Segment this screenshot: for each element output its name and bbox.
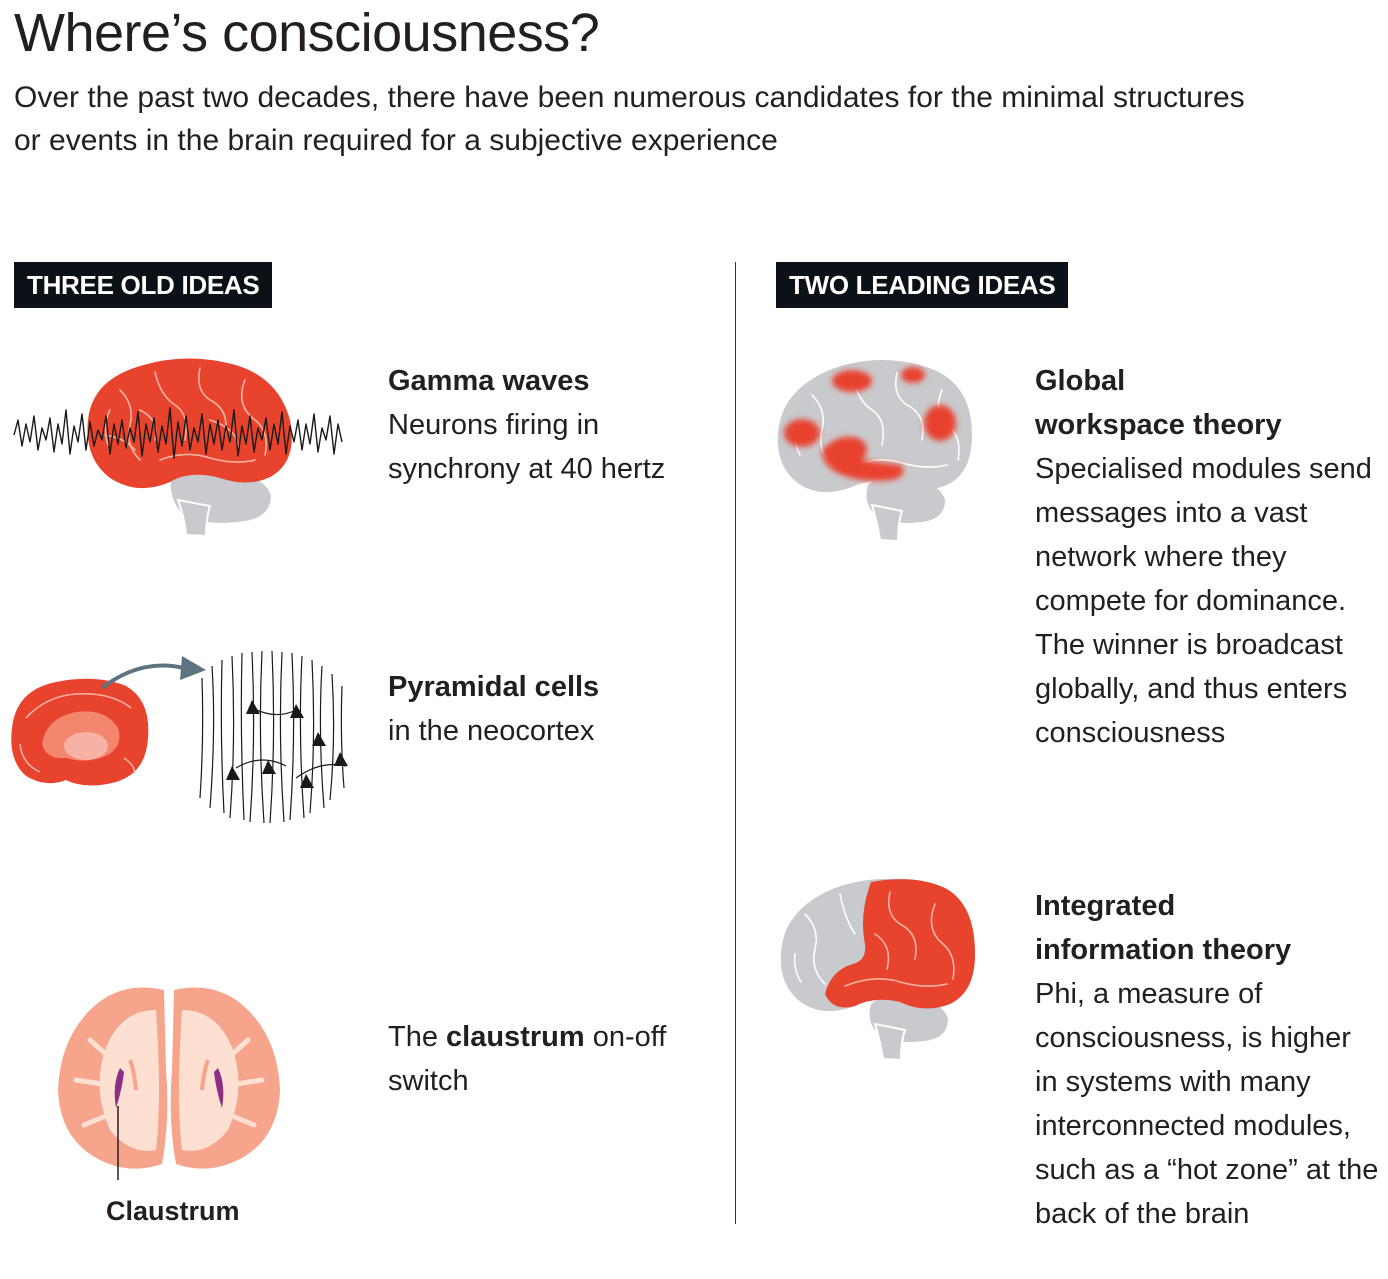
gwt-heading-line1: Global — [1035, 365, 1126, 397]
gamma-waves-heading: Gamma waves — [388, 365, 590, 397]
gwt-body: Specialised modules send messages into a… — [1035, 453, 1372, 749]
claustrum-text-bold: claustrum — [446, 1021, 585, 1053]
global-workspace-brain-illustration — [777, 360, 972, 543]
page-title: Where’s consciousness? — [14, 3, 600, 63]
section-tag-old-ideas: THREE OLD IDEAS — [14, 262, 273, 308]
gamma-brain-illustration — [13, 358, 343, 538]
integrated-information-brain-illustration — [780, 879, 975, 1062]
gamma-waves-body: Neurons firing in synchrony at 40 hertz — [388, 409, 666, 485]
column-divider — [735, 262, 736, 1224]
iit-heading-line1: Integrated — [1035, 890, 1176, 922]
claustrum-text-post: on-off switch — [388, 1021, 667, 1097]
claustrum-coronal-illustration — [58, 987, 280, 1180]
claustrum-text: The claustrum on-off switch — [388, 1015, 708, 1103]
iit-heading-line2: information theory — [1035, 934, 1292, 966]
section-tag-leading-ideas: TWO LEADING IDEAS — [776, 262, 1069, 308]
pyramidal-cells-body: in the neocortex — [388, 715, 595, 747]
pyramidal-cells-heading: Pyramidal cells — [388, 671, 600, 703]
iit-body: Phi, a measure of consciousness, is high… — [1035, 978, 1379, 1230]
claustrum-text-pre: The — [388, 1021, 447, 1053]
pyramidal-cells-illustration — [11, 650, 348, 824]
gwt-heading-line2: workspace theory — [1035, 409, 1282, 441]
page-subtitle: Over the past two decades, there have be… — [14, 81, 1245, 157]
claustrum-callout-label: Claustrum — [106, 1196, 240, 1226]
